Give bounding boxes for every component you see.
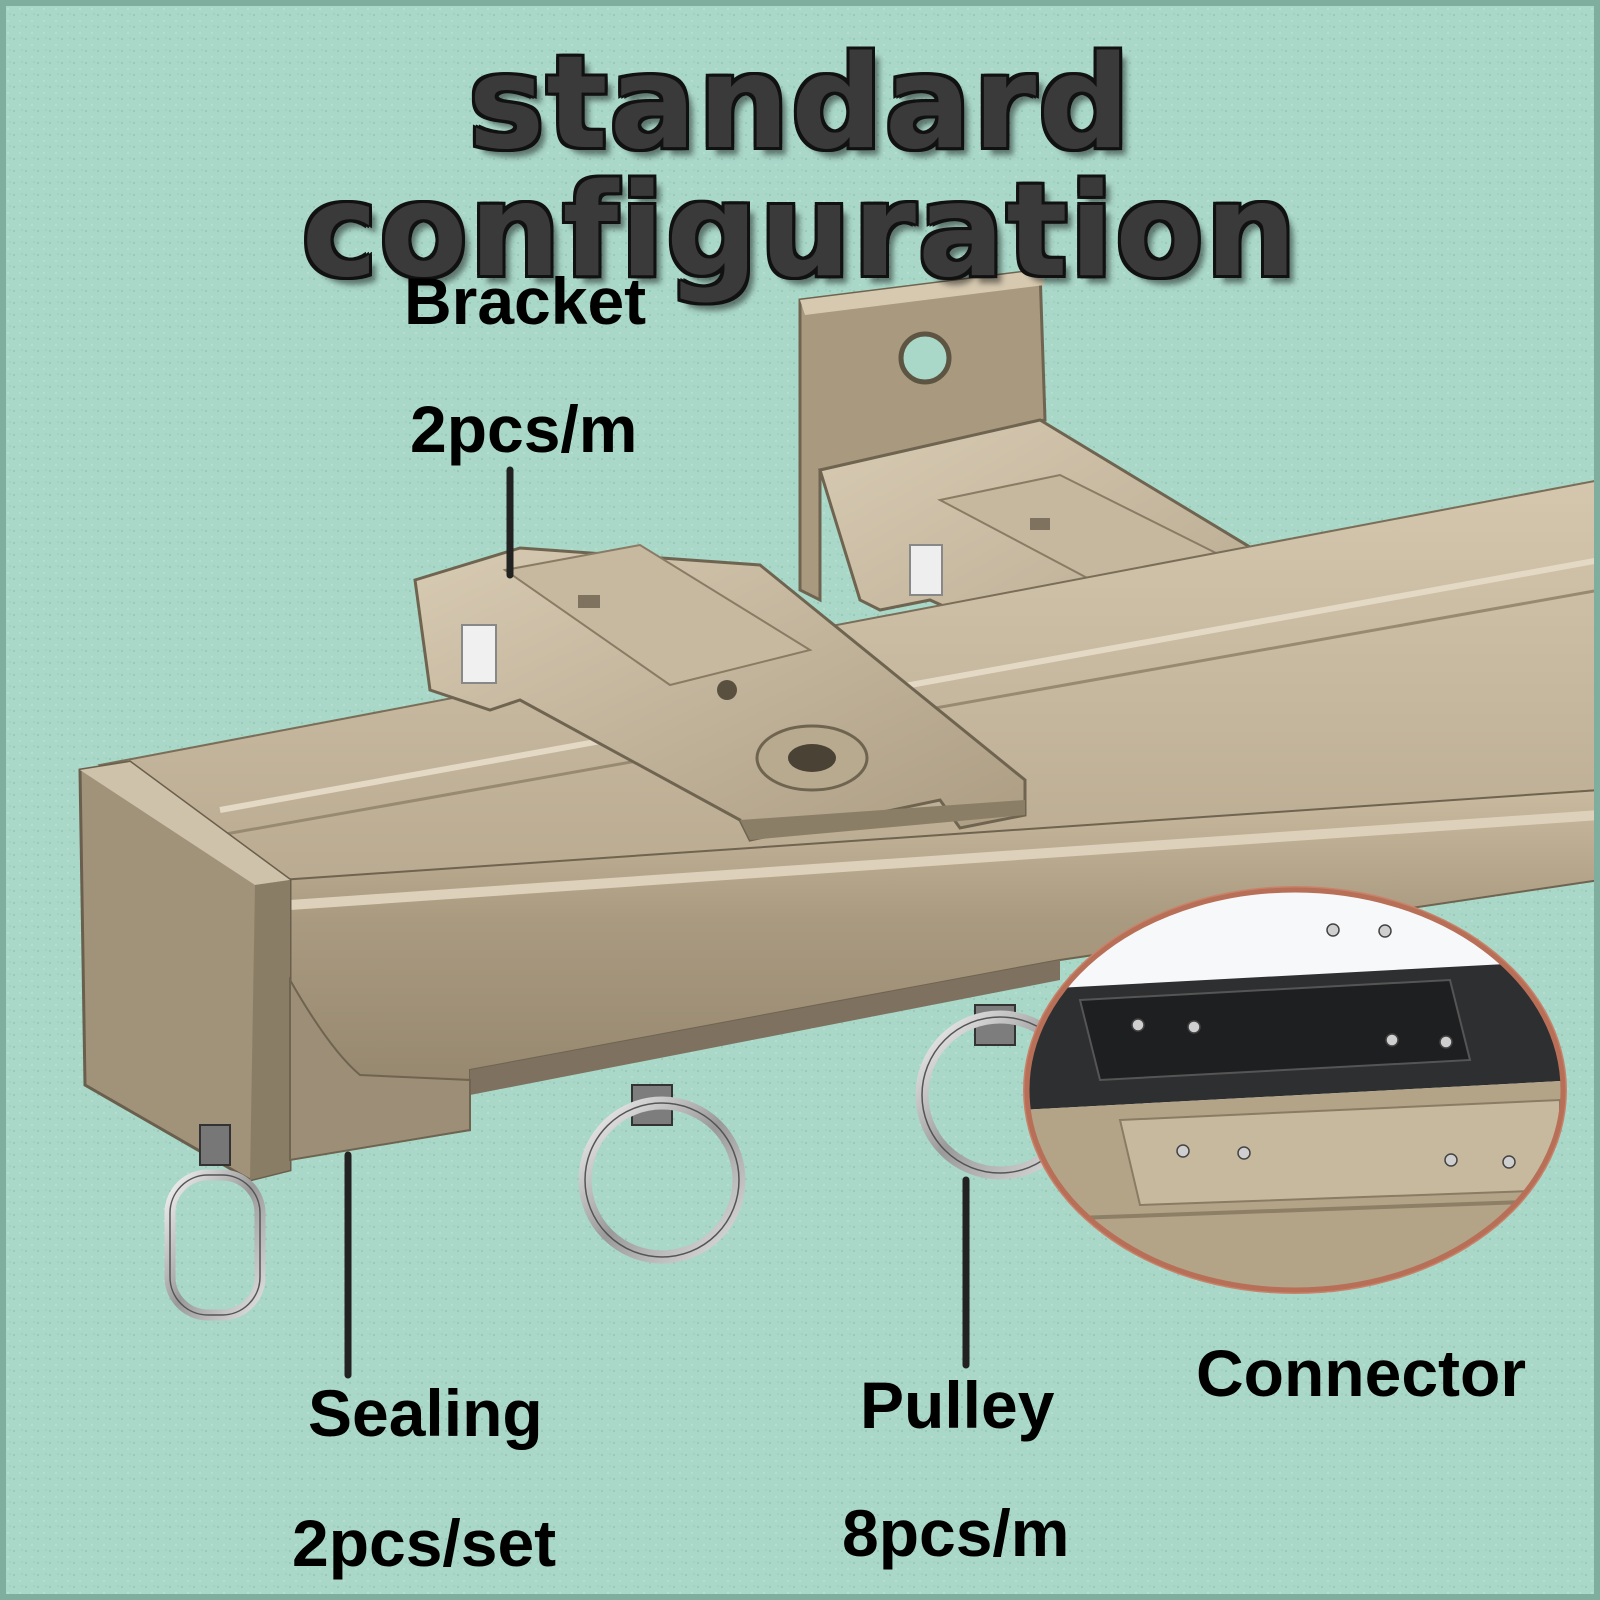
bracket-label: Bracket	[404, 264, 647, 338]
connector-inset	[1023, 886, 1567, 1294]
sealing-quantity: 2pcs/set	[292, 1506, 557, 1580]
page-title: standard configuration	[301, 29, 1299, 306]
front-bracket	[413, 543, 1027, 842]
bracket-quantity: 2pcs/m	[410, 392, 638, 466]
end-cap	[78, 760, 471, 1182]
pulley-quantity: 8pcs/m	[842, 1496, 1070, 1570]
pulley-middle	[578, 1084, 746, 1264]
pulley-left-end	[164, 1124, 266, 1321]
sealing-label: Sealing	[308, 1376, 543, 1450]
pulley-label: Pulley	[860, 1368, 1055, 1442]
screw-hole	[898, 331, 952, 385]
connector-label: Connector	[1196, 1336, 1526, 1410]
